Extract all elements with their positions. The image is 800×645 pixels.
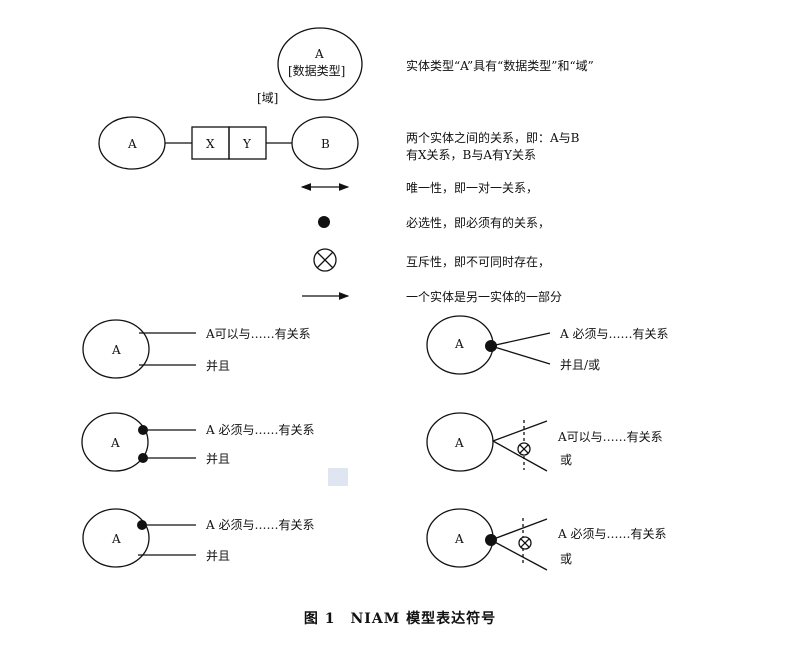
example-left-1-line2: 并且 [206,359,231,373]
example-left-1-line1: A可以与……有关系 [206,327,311,341]
example-right-3-line2: 或 [560,552,573,566]
example-left-1 [82,319,196,379]
watermark-square [328,468,348,486]
mandatory-dot [485,340,497,352]
rel-entity-b: B [321,137,330,151]
uniqueness-description: 唯一性，即一对一关系， [406,181,539,195]
example-left-2-entity: A [111,436,120,450]
subtype-description: 一个实体是另一实体的一部分 [406,290,563,304]
figure-caption: 图 1 NIAM 模型表达符号 [303,611,497,627]
mandatory-dot [485,534,497,546]
role-y-label: Y [243,137,251,151]
entity-ellipse-a-datatype [277,27,363,101]
example-right-1-line1: A 必须与……有关系 [560,327,669,341]
example-left-1-entity: A [112,343,121,357]
example-left-3-entity: A [112,532,121,546]
relationship-description-2: 有X关系，B与A有Y关系 [406,148,536,162]
data-type-label: [数据类型] [288,64,346,78]
entity-description: 实体类型“A”具有“数据类型”和“域” [406,59,594,73]
example-left-3-line2: 并且 [206,549,231,563]
mandatory-description: 必选性，即必须有的关系， [406,216,551,230]
example-right-2-line2: 或 [560,453,573,467]
example-left-3 [82,508,196,568]
relationship-figure [98,116,359,170]
exclusion-symbol [313,248,337,272]
role-x-label: X [206,137,215,151]
example-right-1-entity: A [455,337,464,351]
example-right-1-line2: 并且/或 [560,358,601,372]
example-right-3-entity: A [455,532,464,546]
example-left-2-line2: 并且 [206,452,231,466]
entity-letter: A [315,47,324,61]
relationship-description-1: 两个实体之间的关系，即：A与B [406,131,580,145]
example-left-3-line1: A 必须与……有关系 [206,518,315,532]
exclusion-description: 互斥性，即不可同时存在， [406,255,551,269]
mandatory-dot [138,425,148,435]
mandatory-dot [137,520,147,530]
example-right-2-line1: A可以与……有关系 [558,430,663,444]
example-right-3 [426,508,548,571]
mandatory-dot [138,453,148,463]
example-right-2-entity: A [455,436,464,450]
example-right-1 [426,315,551,375]
mandatory-dot [318,216,330,228]
example-right-2 [426,412,548,472]
example-left-2 [81,412,196,472]
rel-entity-a: A [128,137,137,151]
domain-label: [域] [257,91,279,105]
example-left-2-line1: A 必须与……有关系 [206,423,315,437]
example-right-3-line1: A 必须与……有关系 [558,527,667,541]
